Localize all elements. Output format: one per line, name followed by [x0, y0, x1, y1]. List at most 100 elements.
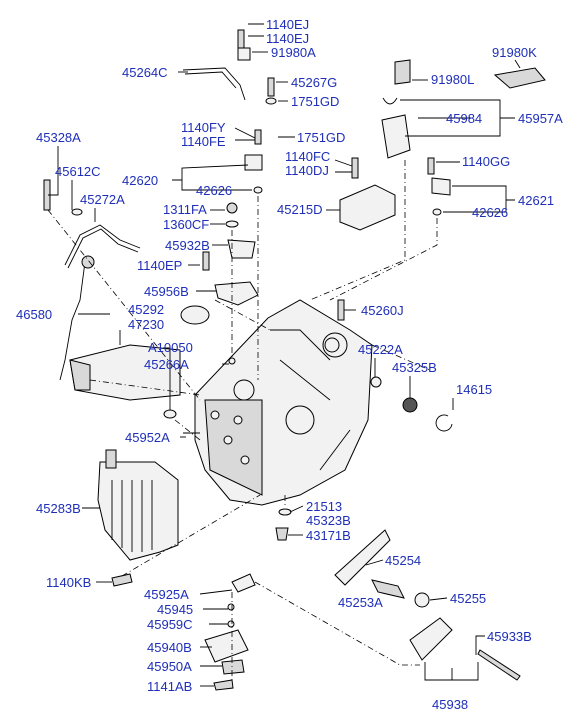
label-42626-a: 42626	[196, 183, 232, 198]
label-45292: 45292	[128, 302, 164, 317]
parts-layer	[43, 29, 546, 691]
bolt-1140fy	[254, 129, 262, 145]
spring-clip-45984	[382, 97, 398, 105]
o-ring-1360cf	[225, 220, 239, 228]
gasket-21513	[278, 508, 292, 516]
spacer-45950a	[221, 659, 245, 675]
label-45956b: 45956B	[144, 284, 189, 299]
label-45253a: 45253A	[338, 595, 383, 610]
label-45957a: 45957A	[518, 111, 563, 126]
label-1140fe: 1140FE	[181, 134, 226, 149]
label-45950a: 45950A	[147, 659, 192, 674]
bracket-45215d	[339, 184, 396, 231]
dipstick-handle	[81, 255, 95, 269]
bolt-45267g	[267, 77, 275, 97]
bolt-1140gg	[427, 157, 435, 175]
oil-filter	[69, 344, 181, 401]
speed-sensor-42620	[244, 154, 263, 171]
seal-45255	[414, 592, 430, 608]
label-1140ej-b: 1140EJ	[266, 31, 309, 46]
shift-lever-45253a	[334, 529, 391, 586]
o-ring-45945	[227, 603, 235, 611]
clip-91980l	[394, 59, 411, 85]
label-1751gd-b: 1751GD	[297, 130, 345, 145]
label-42621: 42621	[518, 193, 554, 208]
bolt-1140kb	[111, 573, 133, 587]
o-ring-42626-b	[432, 208, 442, 216]
switch-45956b	[214, 281, 259, 306]
label-45328a: 45328A	[36, 130, 81, 145]
label-1140kb: 1140KB	[46, 575, 91, 590]
label-45925a: 45925A	[144, 587, 189, 602]
oil-pan	[97, 449, 179, 561]
label-1360cf: 1360CF	[163, 217, 209, 232]
bracket-45957a	[381, 114, 411, 159]
label-45255: 45255	[450, 591, 486, 606]
shaft-45254	[371, 579, 405, 599]
leader-lines	[48, 23, 521, 687]
label-45260j: 45260J	[361, 303, 404, 318]
label-1140fy: 1140FY	[181, 120, 226, 135]
label-45938: 45938	[432, 697, 468, 712]
o-ring-45612c	[71, 208, 83, 216]
label-45283b: 45283B	[36, 501, 81, 516]
label-91980l: 91980L	[431, 72, 474, 87]
label-45932b: 45932B	[165, 238, 210, 253]
label-42626-b: 42626	[472, 205, 508, 220]
washer-1751gd-a	[265, 97, 277, 105]
label-45952a: 45952A	[125, 430, 170, 445]
transmission-case	[194, 299, 373, 506]
label-45933b: 45933B	[487, 629, 532, 644]
seal-45292	[180, 305, 210, 325]
bolt-1140fc	[351, 157, 359, 179]
label-14615: 14615	[456, 382, 492, 397]
bolt-1141ab	[213, 679, 234, 691]
label-1311fa: 1311FA	[163, 202, 207, 217]
label-45222a: 45222A	[358, 342, 403, 357]
o-ring-45266a	[228, 357, 236, 365]
clip-91980a	[237, 47, 251, 61]
label-91980a: 91980A	[271, 45, 316, 60]
o-ring-42626-a	[253, 186, 263, 194]
label-42620: 42620	[122, 173, 158, 188]
seal-45325b	[402, 397, 418, 413]
lever-45932b	[227, 239, 256, 259]
label-45984: 45984	[446, 111, 482, 126]
label-43171b: 43171B	[306, 528, 351, 543]
label-91980k: 91980K	[492, 45, 537, 60]
label-a10050: A10050	[148, 340, 193, 355]
speed-sensor-42621	[431, 177, 451, 196]
label-1140fc: 1140FC	[285, 149, 330, 164]
label-45254: 45254	[385, 553, 421, 568]
label-45215d: 45215D	[277, 202, 323, 217]
bolt-45260j	[337, 299, 345, 321]
label-1140gg: 1140GG	[462, 154, 510, 169]
part-labels: 1140EJ 1140EJ 91980A 45264C 45267G 1751G…	[16, 17, 563, 712]
sensor-45925a	[231, 573, 256, 593]
o-ring-45222a	[370, 376, 382, 388]
snap-ring-14615	[435, 414, 453, 432]
detent-bracket-45938	[409, 617, 453, 661]
label-47230: 47230	[128, 317, 164, 332]
bolt-1140ep	[202, 251, 210, 271]
label-45612c: 45612C	[55, 164, 101, 179]
alignment-lines	[47, 160, 438, 680]
label-46580: 46580	[16, 307, 52, 322]
label-45266a: 45266A	[144, 357, 189, 372]
label-45325b: 45325B	[392, 360, 437, 375]
label-1140dj: 1140DJ	[285, 163, 329, 178]
o-ring-a10050	[163, 409, 177, 419]
label-45945: 45945	[157, 602, 193, 617]
label-45959c: 45959C	[147, 617, 193, 632]
pin-45933b	[477, 649, 521, 681]
plug-43171b	[275, 527, 289, 541]
washer-45959c	[227, 620, 235, 628]
plug-1311fa	[226, 202, 238, 214]
label-45940b: 45940B	[147, 640, 192, 655]
label-1751gd-a: 1751GD	[291, 94, 339, 109]
label-45267g: 45267G	[291, 75, 337, 90]
label-45264c: 45264C	[122, 65, 168, 80]
label-1140ej-a: 1140EJ	[266, 17, 309, 32]
label-45272a: 45272A	[80, 192, 125, 207]
